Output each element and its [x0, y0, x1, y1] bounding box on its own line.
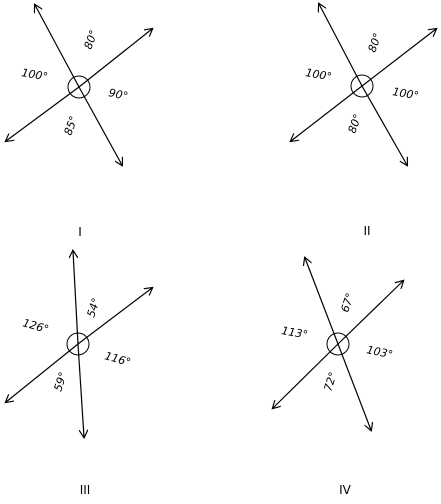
figure-2-line-b2: [291, 85, 363, 141]
figure-3-angle-right: 116°: [103, 349, 132, 369]
figure-4-caption: IV: [339, 483, 352, 497]
figure-1-line-a: [35, 5, 80, 88]
figure-4-angle-left: 113°: [280, 324, 308, 341]
figure-2-angle-left: 100°: [304, 66, 332, 83]
figure-2-line-a: [319, 4, 363, 87]
figure-4-angle-right: 103°: [365, 343, 394, 361]
figure-3-angle-top: 54°: [84, 296, 102, 319]
figure-1-angle-right: 90°: [107, 86, 129, 103]
figure-1-angle-left: 100°: [20, 66, 48, 83]
figure-2-line-b: [361, 29, 436, 87]
figure-1-angle-top: 80°: [82, 28, 101, 51]
figure-3-line-a: [73, 251, 79, 345]
figure-1-line-b: [78, 29, 152, 88]
figure-4: 67° 103° 72° 113° IV: [273, 258, 403, 497]
figure-2: 80° 100° 80° 100° II: [291, 4, 436, 238]
figure-3-angle-left: 126°: [21, 316, 50, 336]
figure-1-angle-bottom: 85°: [62, 114, 81, 137]
figure-4-angle-bottom: 72°: [321, 370, 339, 393]
figure-4-angle-marker: [326, 332, 350, 356]
figure-2-angle-top: 80°: [366, 31, 385, 54]
figure-3-line-b2: [6, 343, 79, 402]
figure-1-caption: I: [78, 225, 82, 239]
figure-3-angle-marker: [66, 332, 90, 356]
figure-1-line-a2: [78, 86, 122, 165]
figure-2-angle-bottom: 80°: [346, 112, 365, 135]
figure-1-line-b2: [6, 86, 80, 141]
figure-2-angle-marker: [350, 74, 374, 98]
figure-1-angle-marker: [67, 75, 91, 99]
figure-3-angle-bottom: 59°: [51, 370, 69, 393]
figure-4-line-a2: [337, 343, 371, 430]
figure-3-line-a2: [77, 343, 84, 437]
figure-4-line-b2: [273, 343, 339, 408]
figure-4-line-a: [305, 258, 339, 345]
figure-1: 80° 90° 85° 100° I: [6, 5, 152, 239]
figure-2-caption: II: [363, 224, 370, 238]
figure-4-line-b: [337, 281, 403, 345]
figure-3-line-b: [77, 288, 152, 345]
figure-2-line-a2: [361, 85, 407, 165]
figure-2-angle-right: 100°: [391, 85, 419, 102]
figure-3: 54° 116° 59° 126° III: [6, 251, 152, 497]
figure-3-caption: III: [80, 483, 91, 497]
figure-4-angle-top: 67°: [338, 291, 356, 314]
